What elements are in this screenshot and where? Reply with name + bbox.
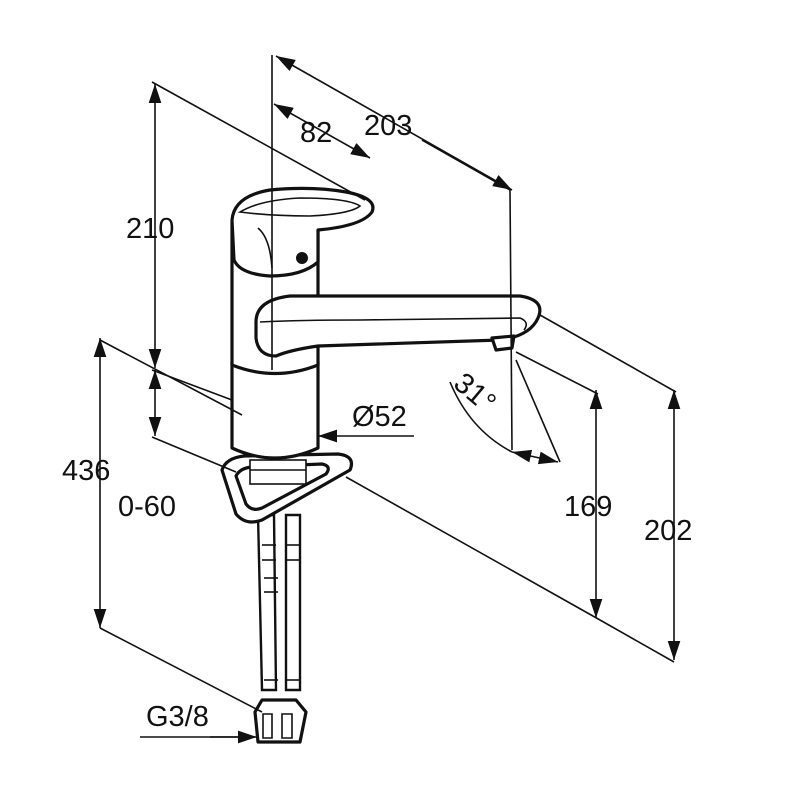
- dimension-labels: 203 82 210 436 0-60 Ø52 31° 169 202 G3/8: [62, 110, 692, 733]
- label-169: 169: [564, 491, 612, 523]
- lever-handle: [230, 186, 375, 278]
- spout: [254, 294, 542, 358]
- mounting-plate: [220, 452, 354, 524]
- dimension-lines: [93, 55, 681, 744]
- faucet: [220, 186, 542, 744]
- label-203: 203: [364, 110, 412, 142]
- supply-hoses: [256, 513, 302, 692]
- label-210: 210: [126, 213, 174, 245]
- label-82: 82: [300, 117, 332, 149]
- body-lower: [230, 360, 320, 460]
- label-g3-8: G3/8: [146, 701, 209, 733]
- label-0-60: 0-60: [118, 491, 176, 523]
- hose-fitting: [253, 698, 308, 744]
- label-202: 202: [644, 515, 692, 547]
- extension-lines: [99, 55, 677, 738]
- label-436: 436: [62, 455, 110, 487]
- label-diameter-52: Ø52: [352, 401, 407, 433]
- label-angle-31: 31°: [448, 367, 502, 420]
